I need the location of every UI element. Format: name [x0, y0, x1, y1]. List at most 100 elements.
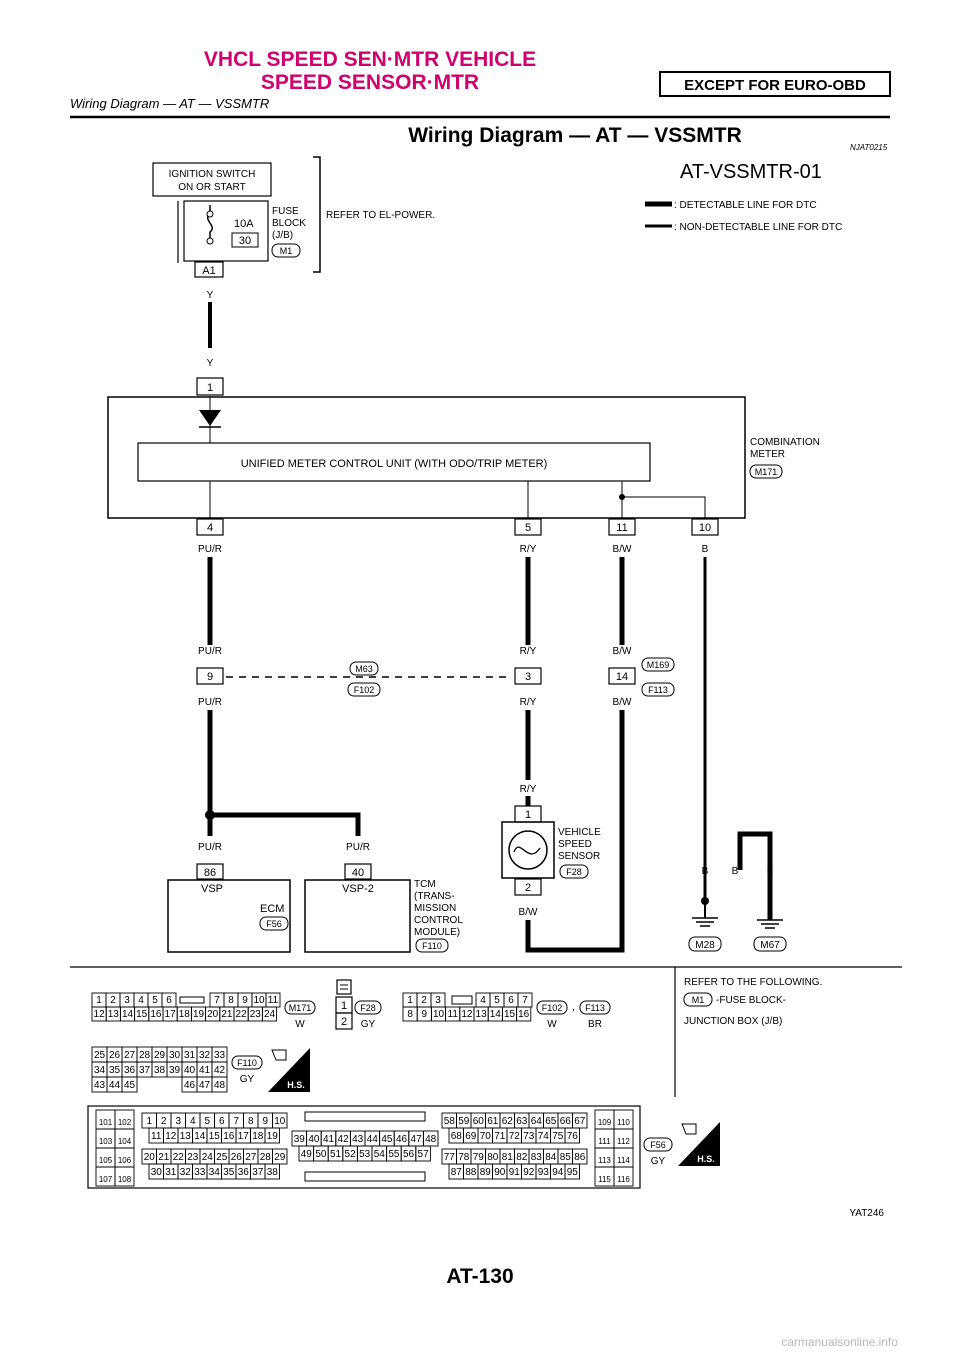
f56-pin-16: 16	[223, 1131, 235, 1142]
f56-pin-53: 53	[359, 1149, 371, 1160]
tcm-box	[304, 879, 411, 953]
f56-pin-89: 89	[480, 1167, 492, 1178]
f56-pin-92: 92	[523, 1167, 535, 1178]
f56-code: F56	[650, 1140, 666, 1150]
f102-pin-16-box	[516, 1006, 532, 1022]
f56-pin-73: 73	[523, 1131, 535, 1142]
legend-non-detectable-text: : NON-DETECTABLE LINE FOR DTC	[674, 222, 842, 233]
f56-pin-110: 110	[617, 1118, 630, 1127]
wire-color-b-2: B	[702, 866, 709, 877]
ecm-connector: F56	[266, 919, 282, 929]
f56-hs-badge: H.S.	[697, 1154, 715, 1164]
image-code: YAT246	[849, 1208, 884, 1219]
joint-left-lower-oval	[347, 682, 381, 697]
f56-pin-102: 102	[118, 1118, 132, 1127]
f56-pin-31: 31	[165, 1167, 177, 1178]
f56-pin-28: 28	[260, 1152, 272, 1163]
fuse-number: 30	[239, 235, 251, 247]
f56-pin-36: 36	[238, 1167, 250, 1178]
f56-pin-29: 29	[274, 1152, 286, 1163]
f110-pin-36: 36	[124, 1065, 136, 1076]
m171-pin-10: 10	[253, 995, 265, 1006]
joint-left-lower: F102	[354, 685, 375, 695]
meter-terminal-1: 1	[207, 382, 213, 394]
f110-pin-39: 39	[169, 1065, 181, 1076]
m171-code: M171	[289, 1003, 312, 1013]
f56-pin-94: 94	[552, 1167, 564, 1178]
joint-left-upper-oval	[349, 661, 379, 676]
refer-power-text: REFER TO EL-POWER.	[326, 210, 435, 221]
vss-label-3: SENSOR	[558, 851, 600, 862]
combination-meter-box	[107, 396, 746, 519]
f102-pin-4: 4	[480, 995, 486, 1006]
f56-pin-17: 17	[238, 1131, 250, 1142]
vss-pin-2-box	[514, 878, 542, 896]
m171-pin-24-box	[261, 1006, 278, 1022]
f56-pin-87: 87	[451, 1167, 463, 1178]
f56-pin-26: 26	[231, 1152, 243, 1163]
joint-pin-14-box	[608, 667, 636, 685]
f56-pin-107: 107	[99, 1175, 113, 1184]
unified-meter-control-unit	[137, 442, 651, 482]
page-number: AT-130	[446, 1265, 513, 1288]
f102-pin-15: 15	[504, 1009, 516, 1020]
m171-pin-6: 6	[166, 995, 172, 1006]
f56-pin-111: 111	[598, 1137, 611, 1146]
f110-pin-33: 33	[214, 1050, 226, 1061]
f56-pin-38: 38	[267, 1167, 279, 1178]
wire-color-pur-3: PU/R	[198, 697, 222, 708]
joint-pin-3: 3	[525, 671, 531, 683]
watermark: carmanualsonline.info	[781, 1335, 898, 1349]
joint-left-upper: M63	[355, 664, 373, 674]
wire-color-pur-1: PU/R	[198, 544, 222, 555]
wire-pur-to-tcm	[210, 812, 361, 836]
vss-wave-icon	[513, 846, 541, 855]
f56-pin-114: 114	[617, 1156, 630, 1165]
m171-pin-16: 16	[150, 1009, 162, 1020]
fuse-rating: 10A	[234, 218, 254, 230]
f56-pin-78: 78	[458, 1152, 470, 1163]
f56-hs-connector-icon	[681, 1123, 697, 1135]
f56-pin-108-box	[114, 1166, 135, 1187]
f56-pin-10: 10	[274, 1116, 286, 1127]
f28-pin-2-box	[335, 1012, 353, 1030]
wire-color-ry-3: R/Y	[520, 697, 537, 708]
meter-terminal-1-box	[196, 377, 224, 396]
wire-color-ry-1: R/Y	[520, 544, 537, 555]
fuse-icon	[207, 205, 213, 241]
f56-bottom-key	[304, 1171, 426, 1182]
header-title-line1: VHCL SPEED SEN·MTR VEHICLE	[204, 48, 536, 71]
f56-pin-48: 48	[425, 1134, 437, 1145]
f56-pin-67: 67	[574, 1116, 586, 1127]
f56-pin-104: 104	[118, 1137, 132, 1146]
f56-pin-27: 27	[245, 1152, 257, 1163]
f110-pin-25: 25	[94, 1050, 106, 1061]
f56-pin-34: 34	[209, 1167, 221, 1178]
f102-pin-7: 7	[522, 995, 528, 1006]
header-title-line2: SPEED SENSOR·MTR	[261, 71, 479, 94]
f56-pin-39: 39	[294, 1134, 306, 1145]
f113-color: BR	[588, 1019, 602, 1030]
f102-latch-icon	[451, 995, 473, 1005]
tcm-pin: 40	[352, 867, 364, 879]
refer-m1-oval	[683, 992, 713, 1007]
m171-pin-14: 14	[122, 1009, 134, 1020]
f56-pin-101: 101	[99, 1118, 113, 1127]
f56-pin-82: 82	[516, 1152, 528, 1163]
f56-pin-108: 108	[118, 1175, 132, 1184]
fuse-terminal-a1: A1	[202, 265, 215, 277]
f56-pin-32: 32	[180, 1167, 192, 1178]
f110-code: F110	[237, 1058, 257, 1068]
f56-pin-14: 14	[194, 1131, 206, 1142]
ecm-pin: 86	[204, 867, 216, 879]
m171-pin-11: 11	[268, 995, 279, 1006]
f56-pin-22: 22	[173, 1152, 185, 1163]
f56-pin-103: 103	[99, 1137, 113, 1146]
f56-pin-57-box	[415, 1145, 431, 1162]
m171-pin-17: 17	[165, 1009, 177, 1020]
f102-pin-13: 13	[476, 1009, 488, 1020]
m171-color: W	[295, 1019, 305, 1030]
fuse-label-2: BLOCK	[272, 218, 306, 229]
vss-label-2: SPEED	[558, 839, 592, 850]
